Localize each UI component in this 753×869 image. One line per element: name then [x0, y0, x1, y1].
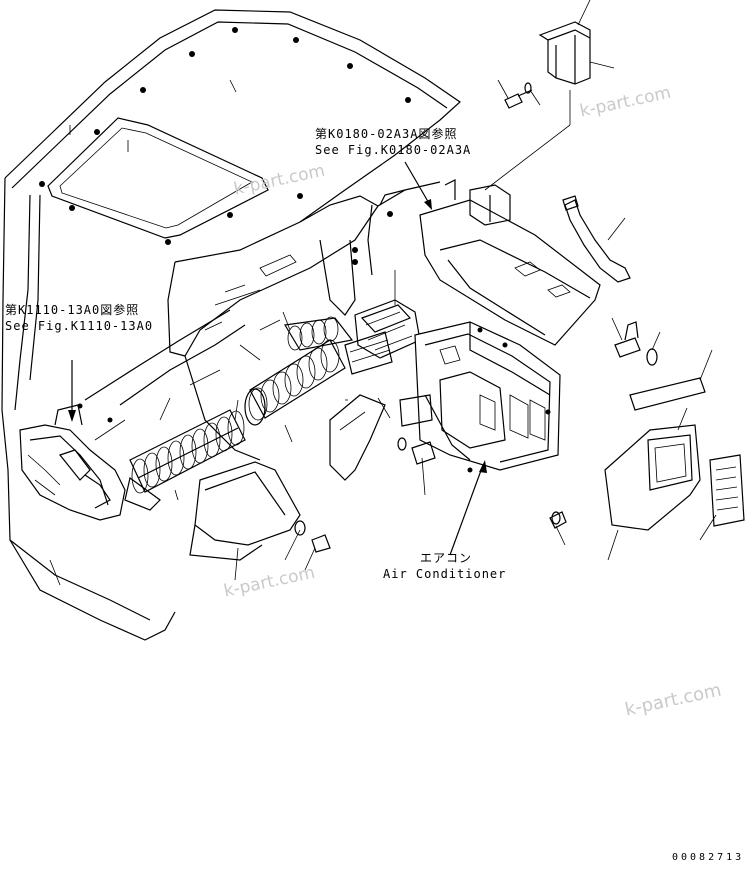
aircon-label-jp: エアコン [420, 551, 473, 565]
hose-top [284, 316, 354, 351]
ref-left-jp: 第K1110-13A0図参照 [5, 303, 140, 317]
leader-lines [159, 0, 717, 581]
hose-lower [124, 409, 246, 511]
aircon-label-en: Air Conditioner [383, 567, 507, 581]
ref-top-en: See Fig.K0180-02A3A [315, 143, 472, 157]
bracket [538, 21, 591, 85]
upper-duct-box [379, 179, 601, 346]
right-duct-panel [604, 377, 745, 531]
air-conditioner-unit [399, 321, 561, 473]
ref-left-en: See Fig.K1110-13A0 [5, 319, 154, 333]
drawing-code: 00082713 [672, 852, 745, 863]
fasteners [294, 82, 658, 553]
drain-hose [562, 195, 631, 283]
flexible-hoses [124, 316, 354, 511]
reference-arrows [68, 161, 487, 556]
ref-top-jp: 第K0180-02A3A図参照 [315, 127, 458, 141]
duct-adapters [344, 299, 421, 375]
hose-upper [244, 339, 346, 426]
lower-ducts [189, 394, 386, 561]
left-floor-duct [19, 404, 126, 521]
cab-body [1, 9, 461, 641]
